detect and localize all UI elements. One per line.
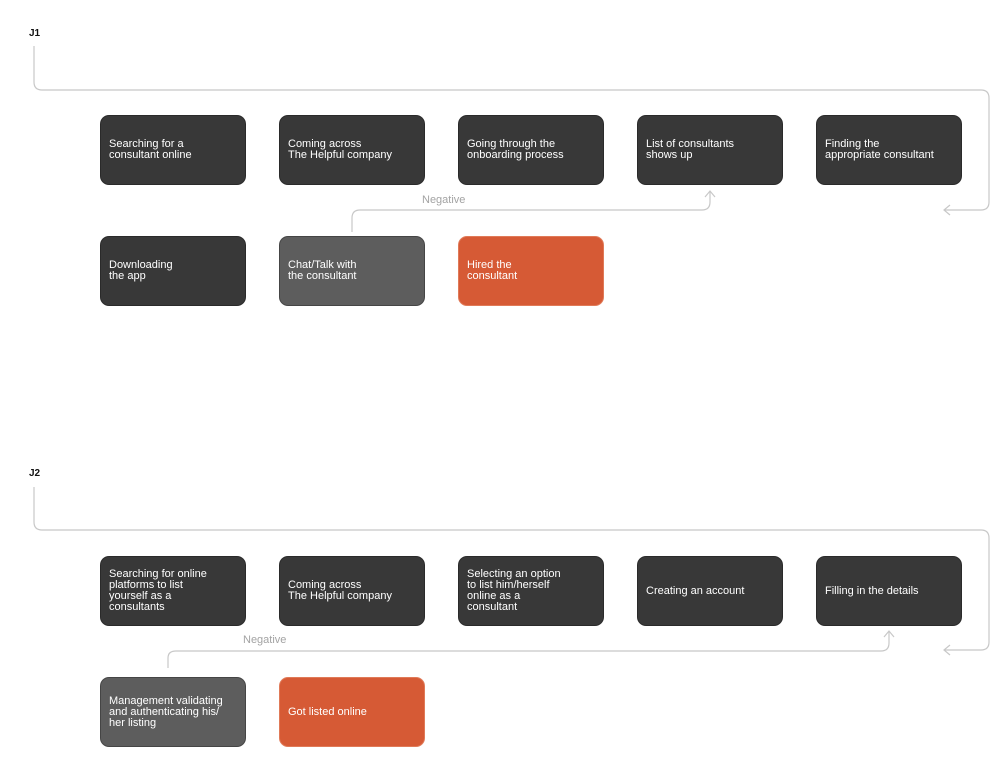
j1-negative-label: Negative <box>422 194 466 206</box>
j1-step-5: Finding the appropriate consultant <box>816 115 962 185</box>
j2-flow-line <box>33 487 990 651</box>
j1-step-4: List of consultants shows up <box>637 115 783 185</box>
j2-negative-line <box>167 632 890 668</box>
j1-flow-line <box>33 46 990 211</box>
j2-step-5: Filling in the details <box>816 556 962 626</box>
j2-outcome: Got listed online <box>279 677 425 747</box>
j1-negative-arrowhead <box>704 190 716 198</box>
j2-negative-step: Management validating and authenticating… <box>100 677 246 747</box>
j1-step-6: Downloading the app <box>100 236 246 306</box>
journey-label-j2: J2 <box>29 468 41 479</box>
j2-flow-arrowhead <box>943 644 951 656</box>
j2-step-2: Coming across The Helpful company <box>279 556 425 626</box>
j1-negative-line <box>351 192 711 232</box>
j1-step-2: Coming across The Helpful company <box>279 115 425 185</box>
j2-negative-label: Negative <box>243 634 287 646</box>
j1-negative-step: Chat/Talk with the consultant <box>279 236 425 306</box>
j1-flow-arrowhead <box>943 204 951 216</box>
j2-step-1: Searching for online platforms to list y… <box>100 556 246 626</box>
j2-negative-arrowhead <box>883 630 895 638</box>
j2-step-4: Creating an account <box>637 556 783 626</box>
journey-label-j1: J1 <box>29 28 41 39</box>
j2-step-3: Selecting an option to list him/herself … <box>458 556 604 626</box>
j1-step-1: Searching for a consultant online <box>100 115 246 185</box>
j1-outcome: Hired the consultant <box>458 236 604 306</box>
j1-step-3: Going through the onboarding process <box>458 115 604 185</box>
